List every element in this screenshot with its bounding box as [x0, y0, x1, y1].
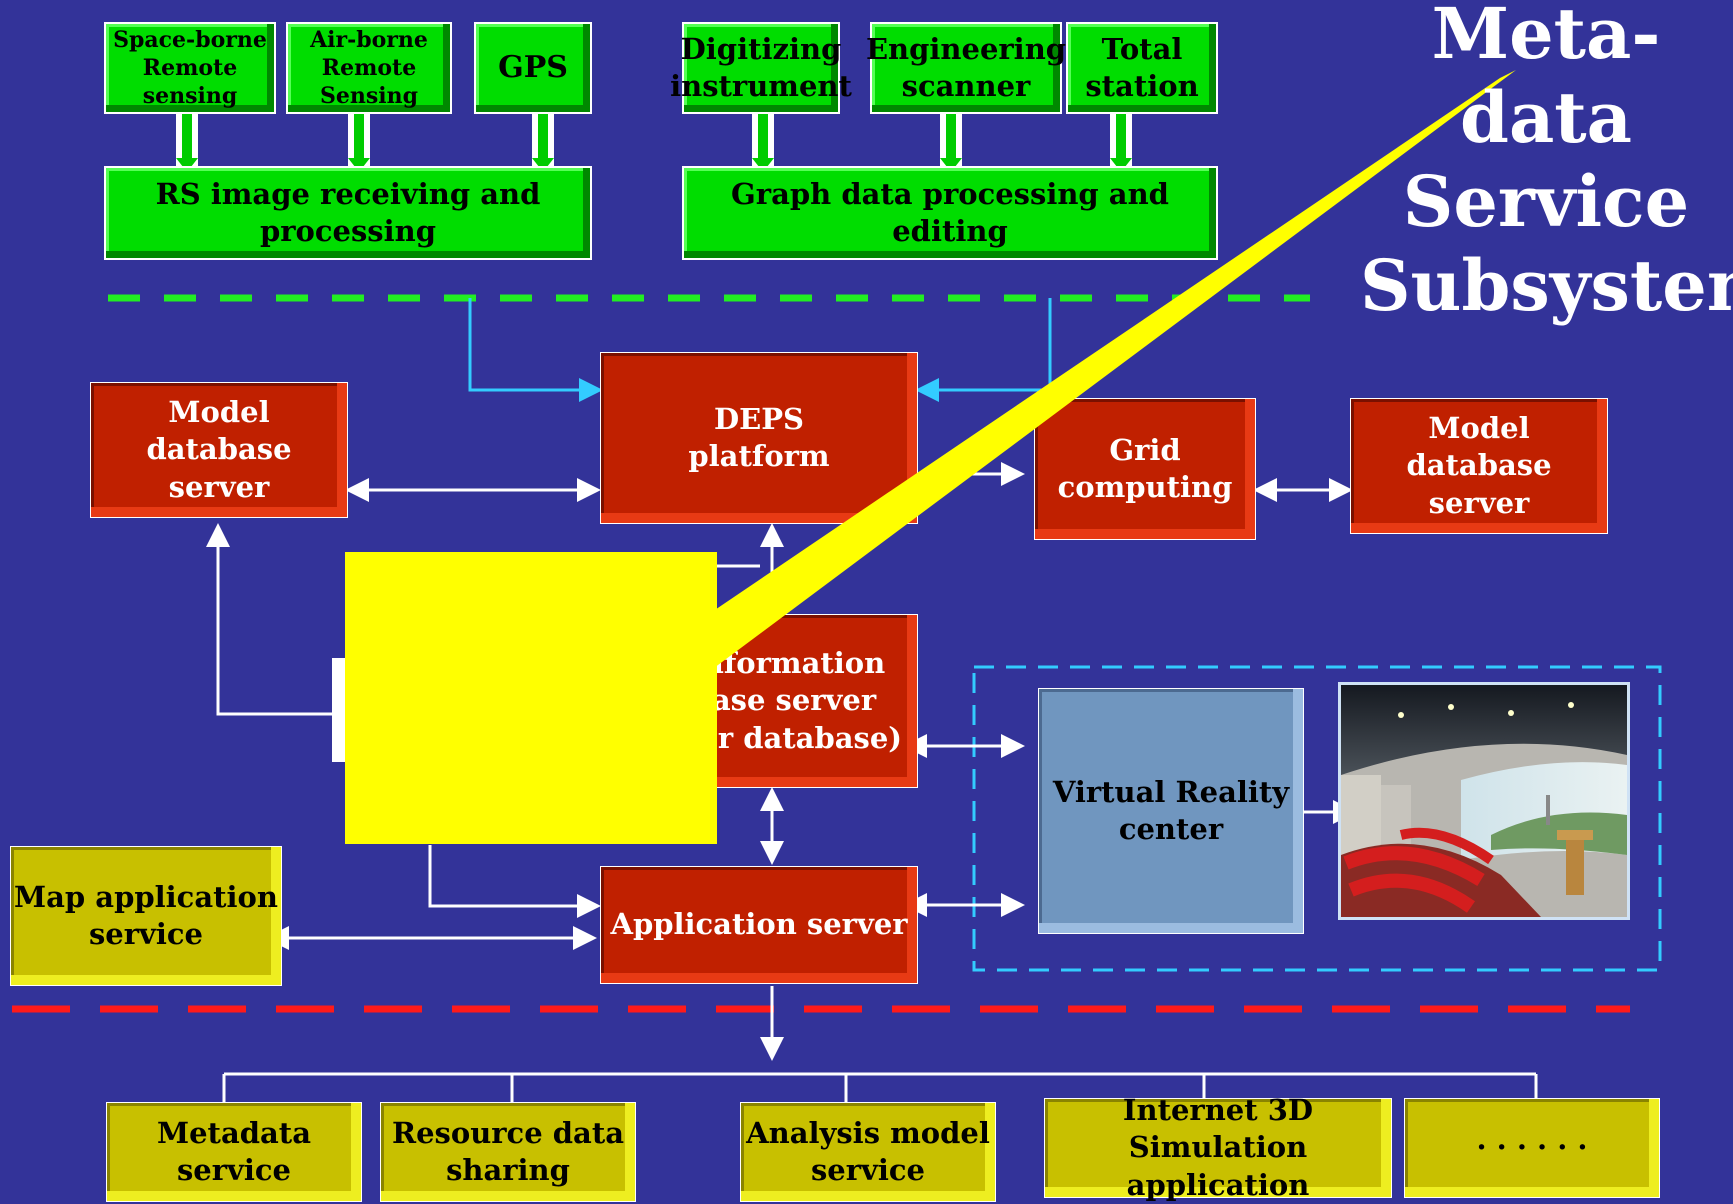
internet-3d-simulation-box: Internet 3D Simulation application: [1044, 1093, 1392, 1202]
deps-platform-label: DEPS platform: [688, 401, 830, 473]
metadata-service-box: Metadata service: [106, 1102, 362, 1202]
more-services-label: · · · · · ·: [1476, 1130, 1588, 1165]
rs-processing-box: RS image receiving and processing: [104, 166, 592, 260]
resource-data-sharing-box: Resource data sharing: [380, 1102, 636, 1202]
deps-platform-box: DEPS platform: [600, 352, 918, 524]
map-application-service-box: Map application service: [10, 846, 282, 986]
modeldb-info-connector: [206, 523, 340, 716]
highlighted-metadata-node: [345, 552, 717, 844]
grid-computing-label: Grid computing: [1057, 432, 1233, 504]
analysis-model-service-box: Analysis model service: [740, 1102, 996, 1202]
digitizing-instrument-label: Digitizing instrument: [670, 31, 852, 103]
input-down-arrows: [176, 112, 1132, 174]
hidden-node-edge: [332, 658, 346, 762]
metadata-service-label: Metadata service: [157, 1115, 311, 1187]
application-server-box: Application server: [600, 866, 918, 984]
more-services-box: · · · · · ·: [1404, 1098, 1660, 1198]
gps-label: GPS: [498, 49, 568, 85]
title-meta-data-service-subsystem: Meta-data Service Subsystem: [1360, 0, 1733, 327]
model-database-server-left: Model database server: [90, 382, 348, 518]
total-station-box: Total station: [1066, 22, 1218, 114]
information-database-server-label: nformation ase server ter database): [686, 646, 903, 755]
analysis-model-service-label: Analysis model service: [746, 1115, 990, 1187]
rs-to-deps-connector: [468, 298, 603, 402]
digitizing-instrument-box: Digitizing instrument: [670, 22, 852, 114]
space-borne-rs-box: Space-borne Remote sensing: [104, 22, 276, 114]
air-borne-rs-label: Air-borne Remote Sensing: [310, 26, 428, 110]
virtual-reality-center-box: Virtual Reality center: [1038, 688, 1304, 934]
model-database-server-left-label: Model database server: [146, 395, 292, 504]
map-application-service-label: Map application service: [14, 879, 278, 951]
virtual-reality-center-label: Virtual Reality center: [1052, 774, 1290, 846]
model-database-server-right: Model database server: [1350, 398, 1608, 534]
grid-computing-box: Grid computing: [1034, 398, 1256, 540]
left-to-app-connector: [428, 845, 601, 918]
rs-processing-label: RS image receiving and processing: [155, 176, 541, 248]
space-borne-rs-label: Space-borne Remote sensing: [113, 26, 267, 110]
graph-processing-box: Graph data processing and editing: [682, 166, 1218, 260]
callout-pointer: [700, 70, 1516, 668]
gps-box: GPS: [474, 22, 592, 114]
resource-data-sharing-label: Resource data sharing: [391, 1115, 625, 1187]
air-borne-rs-box: Air-borne Remote Sensing: [286, 22, 452, 114]
vr-theater-illustration: [1341, 685, 1627, 917]
vr-region-outline: [972, 665, 1662, 972]
graph-processing-label: Graph data processing and editing: [731, 176, 1169, 248]
application-server-label: Application server: [610, 907, 908, 942]
total-station-label: Total station: [1085, 31, 1199, 103]
vr-theater-image: [1338, 682, 1630, 920]
engineering-scanner-label: Engineering scanner: [865, 31, 1067, 103]
model-database-server-right-label: Model database server: [1406, 411, 1552, 520]
engineering-scanner-box: Engineering scanner: [866, 22, 1066, 114]
